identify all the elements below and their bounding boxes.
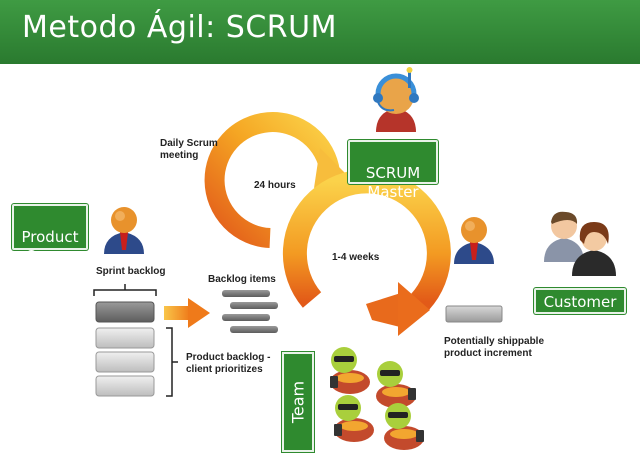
backlog-arrow — [164, 298, 210, 328]
product-backlog-stack — [95, 301, 155, 397]
person-icon — [454, 217, 494, 264]
backlog-items-label: Backlog items — [208, 274, 276, 285]
team-box: Team — [282, 352, 314, 452]
header-bar: Metodo Ágil: SCRUM — [0, 0, 640, 64]
customer-label: Customer — [543, 293, 617, 311]
sprint-backlog-label: Sprint backlog — [96, 266, 166, 277]
product-owner-label: Product Owner — [21, 228, 79, 265]
team-label: Team — [288, 380, 308, 424]
customer-box: Customer — [534, 288, 626, 314]
team-member-icon — [334, 395, 374, 442]
product-backlog-bracket — [166, 327, 178, 397]
sprint-backlog-bracket — [93, 284, 157, 296]
hours-label: 24 hours — [254, 180, 296, 191]
customer-group-icon — [544, 211, 616, 276]
team-member-icon — [376, 361, 416, 408]
product-owner-box: Product Owner — [12, 204, 88, 265]
team-member-icon — [330, 347, 370, 394]
scrum-master-label: SCRUM Master — [365, 164, 421, 201]
headset-person-icon — [373, 67, 419, 132]
daily-scrum-label: Daily Scrum meeting — [160, 138, 218, 161]
scrum-master-box: SCRUM Master — [348, 140, 438, 201]
weeks-label: 1-4 weeks — [332, 252, 380, 263]
product-backlog-label: Product backlog - client prioritizes — [186, 352, 271, 375]
team-member-icon — [384, 403, 424, 450]
product-increment-bar — [445, 305, 503, 323]
person-icon — [104, 207, 144, 254]
increment-label: Potentially shippable product increment — [444, 336, 545, 359]
backlog-items-stack — [222, 290, 278, 333]
page-title: Metodo Ágil: SCRUM — [22, 10, 337, 45]
